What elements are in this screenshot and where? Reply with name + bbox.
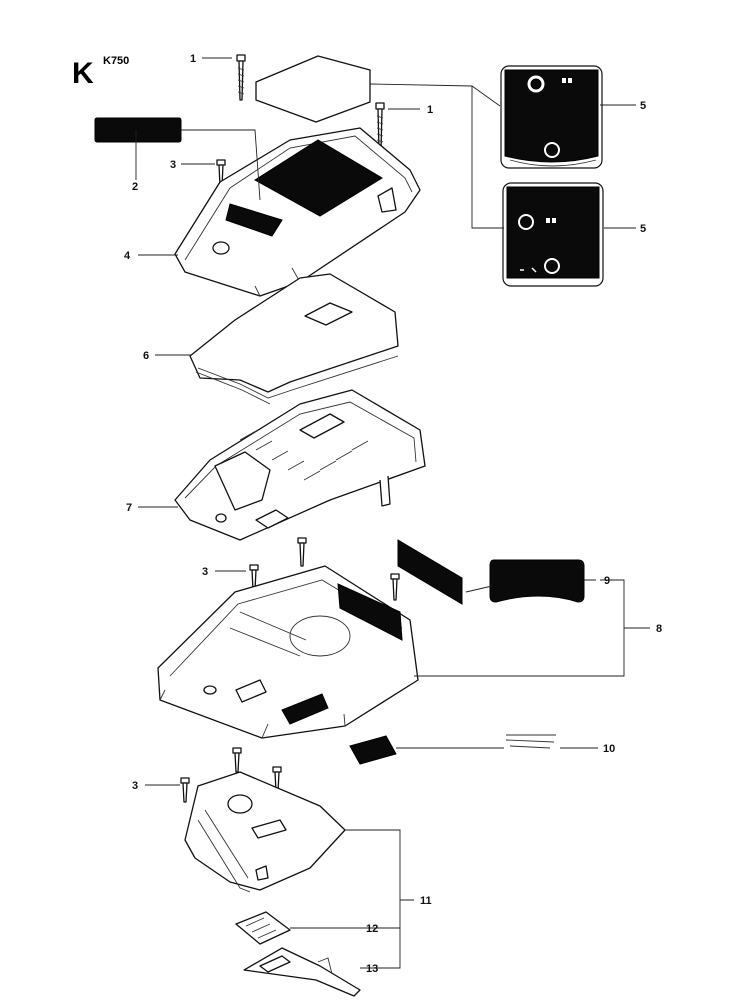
callout-13: 13 (366, 963, 378, 975)
screw-part-1-top (236, 54, 246, 101)
callout-7: 7 (126, 502, 132, 514)
screw-part-3-middle-center (297, 537, 307, 567)
callout-10: 10 (603, 743, 615, 755)
top-cover-part-4 (174, 127, 421, 297)
callout-3-middle: 3 (202, 566, 208, 578)
lower-housing-part-11 (184, 771, 346, 893)
filter-base-part-7 (174, 389, 426, 541)
screw-part-1-right (375, 102, 385, 151)
section-letter: K (72, 57, 94, 90)
screw-part-3-lower-center (232, 747, 242, 773)
filter-element-part-5-bottom (502, 182, 604, 287)
label-part-10 (349, 735, 397, 765)
callout-11: 11 (420, 895, 432, 907)
screw-part-3-lower-left (180, 777, 190, 803)
screw-part-3-middle-right (390, 573, 400, 601)
callout-3-lower: 3 (132, 780, 138, 792)
callout-5-top: 5 (640, 100, 646, 112)
callout-1-top: 1 (190, 53, 196, 65)
label-part-9-large (489, 559, 585, 603)
model-label: K750 (103, 55, 129, 67)
callout-2: 2 (132, 181, 138, 193)
filter-foam-part-6 (189, 273, 399, 405)
label-part-2 (94, 117, 182, 143)
label-part-10-outline (505, 739, 555, 749)
callout-12: 12 (366, 923, 378, 935)
screw-part-3-middle-left (249, 564, 259, 591)
callout-1-right: 1 (427, 104, 433, 116)
callout-6: 6 (143, 350, 149, 362)
callout-4: 4 (124, 250, 131, 262)
housing-part-8 (157, 565, 419, 739)
filter-element-part-5-top (500, 65, 603, 169)
callout-5-bottom: 5 (640, 223, 646, 235)
lever-part-13 (243, 947, 361, 997)
label-part-9-small (397, 539, 463, 605)
callout-8: 8 (656, 623, 662, 635)
leader-lines (135, 57, 650, 969)
callout-9: 9 (604, 575, 610, 587)
latch-part-12 (235, 911, 291, 945)
filter-pad-part-5 (255, 55, 371, 123)
callout-3-upper: 3 (170, 159, 176, 171)
